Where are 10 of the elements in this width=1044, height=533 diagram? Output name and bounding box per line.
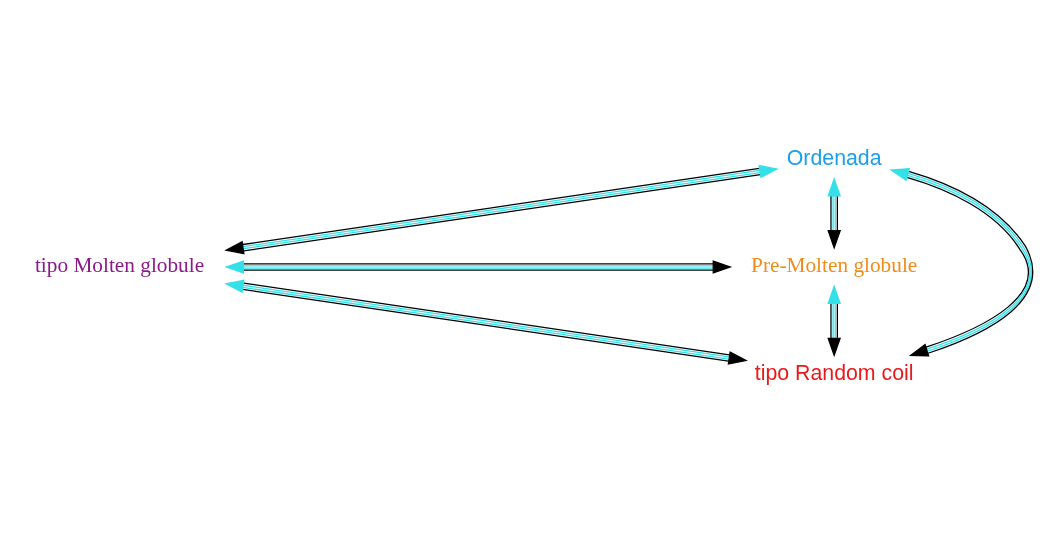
arrow [224,259,733,274]
node-text: Pre-Molten globule [751,252,918,277]
node-text: tipo Molten globule [34,252,205,277]
arrow [827,176,842,250]
arrow [889,167,1034,357]
arrow [827,284,842,357]
node-text: Ordenada [786,145,882,170]
arrow [224,279,748,365]
node-text: tipo Random coil [754,360,914,385]
arrow [224,164,779,254]
